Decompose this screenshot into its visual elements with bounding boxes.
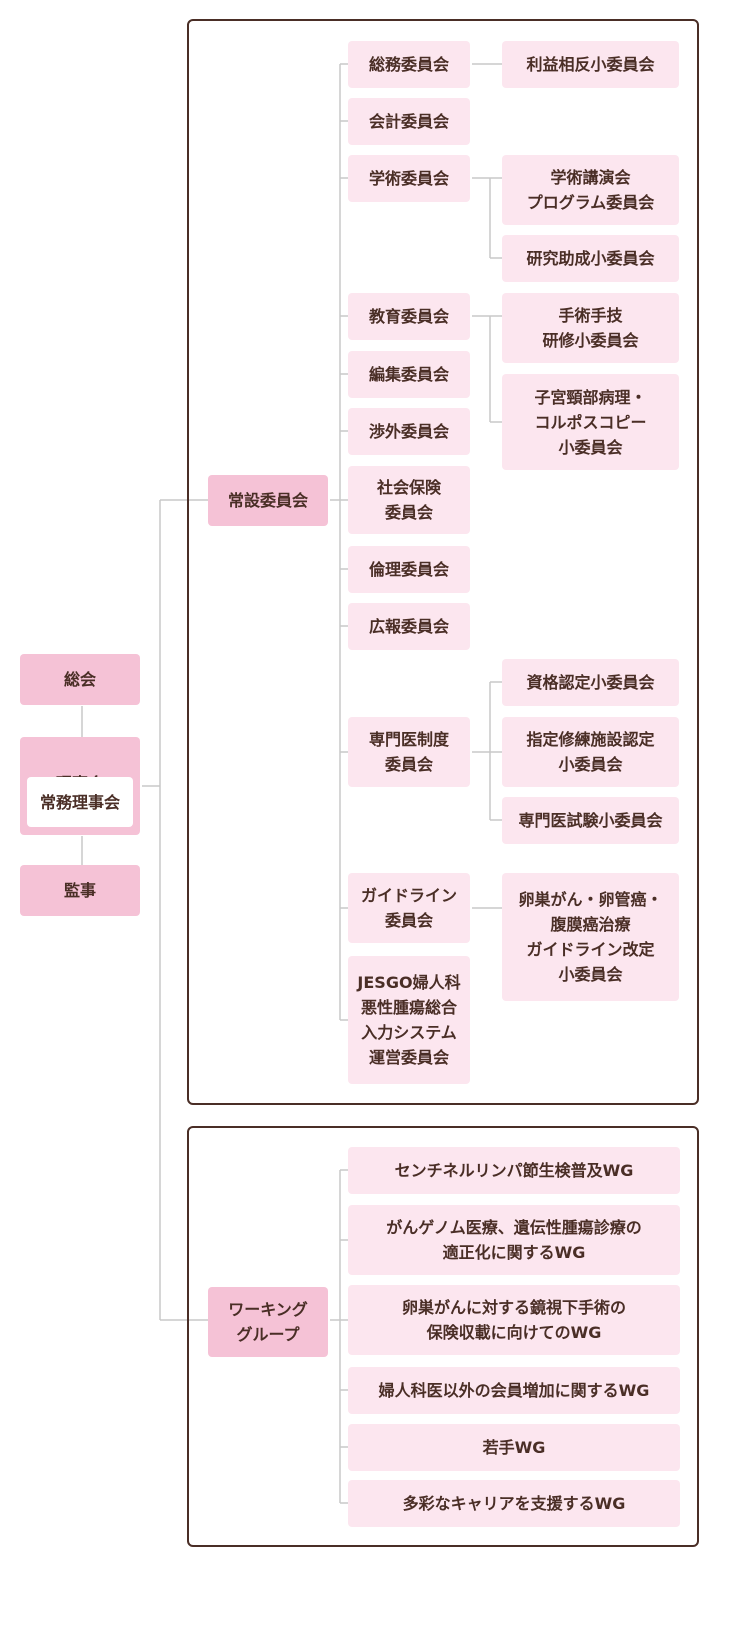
general-assembly-box[interactable]: 総会 (20, 654, 140, 705)
external-affairs-committee[interactable]: 渉外委員会 (348, 408, 470, 455)
working-groups-frame (187, 1126, 699, 1547)
coi-subcommittee[interactable]: 利益相反小委員会 (502, 41, 679, 88)
program-committee[interactable]: 学術講演会 プログラム委員会 (502, 155, 679, 225)
ethics-committee[interactable]: 倫理委員会 (348, 546, 470, 593)
jesgo-committee[interactable]: JESGO婦人科 悪性腫瘍総合 入力システム 運営委員会 (348, 956, 470, 1084)
wg-item[interactable]: 婦人科医以外の会員増加に関するWG (348, 1367, 680, 1414)
qualification-subcommittee[interactable]: 資格認定小委員会 (502, 659, 679, 706)
specialist-system-committee[interactable]: 専門医制度 委員会 (348, 717, 470, 787)
working-groups-box[interactable]: ワーキング グループ (208, 1287, 328, 1357)
social-insurance-committee[interactable]: 社会保険 委員会 (348, 466, 470, 534)
accounting-committee[interactable]: 会計委員会 (348, 98, 470, 145)
wg-item[interactable]: 若手WG (348, 1424, 680, 1471)
research-grant-subcommittee[interactable]: 研究助成小委員会 (502, 235, 679, 282)
specialist-exam-subcommittee[interactable]: 専門医試験小委員会 (502, 797, 679, 844)
standing-committees-frame (187, 19, 699, 1105)
board-box[interactable]: 理事会 常務理事会 (20, 737, 140, 835)
public-relations-committee[interactable]: 広報委員会 (348, 603, 470, 650)
training-facility-subcommittee[interactable]: 指定修練施設認定 小委員会 (502, 717, 679, 787)
wg-item[interactable]: センチネルリンパ節生検普及WG (348, 1147, 680, 1194)
wg-item[interactable]: 卵巣がんに対する鏡視下手術の 保険収載に向けてのWG (348, 1285, 680, 1355)
ovarian-guideline-subcommittee[interactable]: 卵巣がん・卵管癌・ 腹膜癌治療 ガイドライン改定 小委員会 (502, 873, 679, 1001)
guideline-committee[interactable]: ガイドライン 委員会 (348, 873, 470, 943)
wg-item[interactable]: 多彩なキャリアを支援するWG (348, 1480, 680, 1527)
standing-committees-box[interactable]: 常設委員会 (208, 475, 328, 526)
cervical-pathology-subcommittee[interactable]: 子宮頸部病理・ コルポスコピー 小委員会 (502, 374, 679, 470)
academic-committee[interactable]: 学術委員会 (348, 155, 470, 202)
surgical-training-subcommittee[interactable]: 手術手技 研修小委員会 (502, 293, 679, 363)
executive-board-box[interactable]: 常務理事会 (27, 777, 133, 827)
wg-item[interactable]: がんゲノム医療、遺伝性腫瘍診療の 適正化に関するWG (348, 1205, 680, 1275)
general-affairs-committee[interactable]: 総務委員会 (348, 41, 470, 88)
editorial-committee[interactable]: 編集委員会 (348, 351, 470, 398)
auditor-box[interactable]: 監事 (20, 865, 140, 916)
education-committee[interactable]: 教育委員会 (348, 293, 470, 340)
